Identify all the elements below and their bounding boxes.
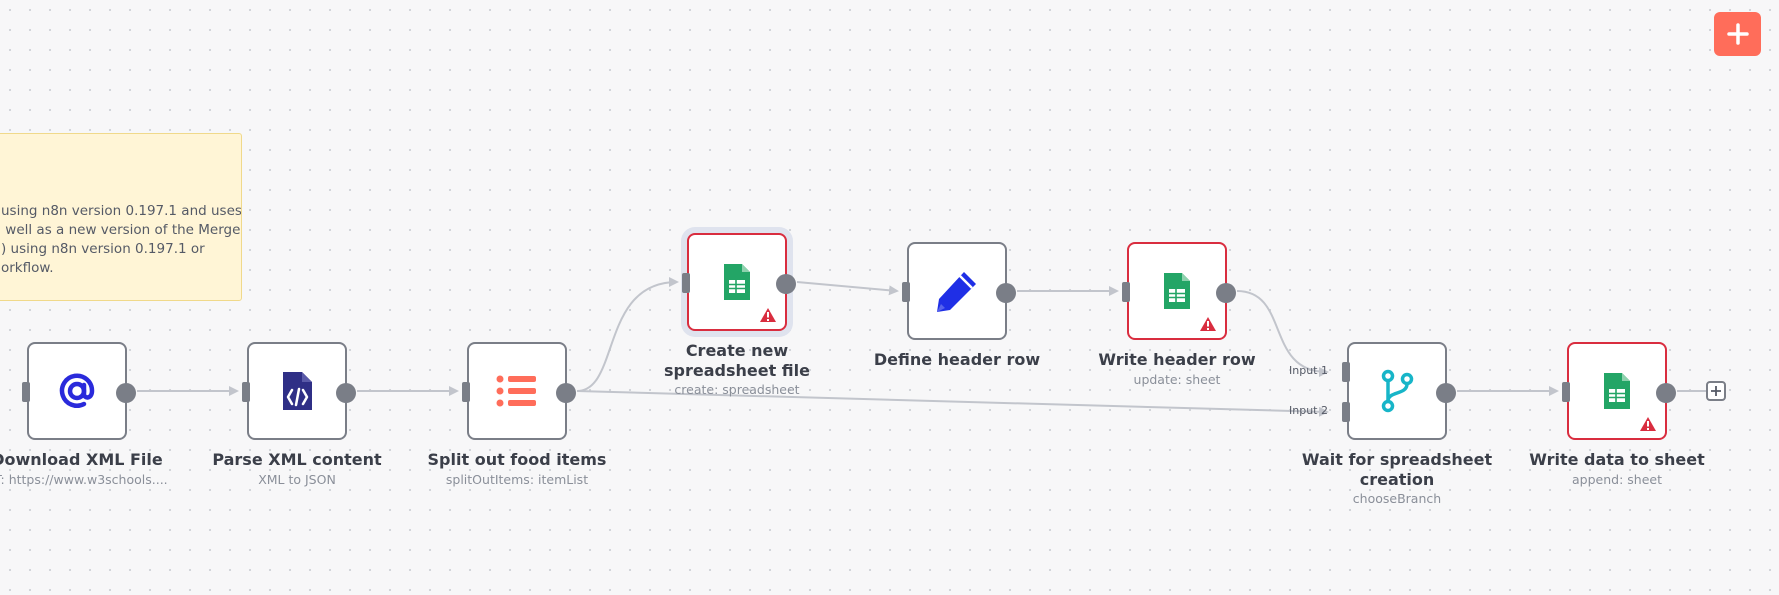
node-wait-for-spreadsheet-creation[interactable]	[1342, 342, 1456, 440]
node-split-out-food-items[interactable]	[462, 342, 576, 440]
add-next-node-button[interactable]	[1706, 381, 1726, 401]
node-parse-xml-content[interactable]	[242, 342, 356, 440]
node-title: Write data to sheet	[1529, 450, 1705, 469]
output-port[interactable]	[1216, 283, 1236, 303]
google-sheets-icon	[724, 264, 750, 300]
warning-icon[interactable]	[1199, 316, 1217, 332]
output-port[interactable]	[116, 383, 136, 403]
list-icon	[496, 375, 536, 407]
google-sheets-icon	[1164, 273, 1190, 309]
node-title: Parse XML content	[212, 450, 382, 469]
node-title-line2: creation	[1359, 470, 1435, 489]
input-port-2[interactable]	[1342, 402, 1350, 422]
pencil-icon	[937, 272, 976, 312]
output-port[interactable]	[1656, 383, 1676, 403]
node-title-line1: Wait for spreadsheet	[1301, 450, 1493, 469]
input-port[interactable]	[462, 382, 470, 402]
node-write-data-to-sheet[interactable]	[1562, 342, 1676, 440]
merge-input-label-1: Input 1	[1289, 364, 1328, 377]
input-port-1[interactable]	[1342, 362, 1350, 382]
warning-icon[interactable]	[1639, 416, 1657, 432]
node-subtitle: splitOutItems: itemList	[445, 472, 589, 487]
node-subtitle: update: sheet	[1133, 372, 1221, 387]
node-write-header-row[interactable]	[1122, 242, 1236, 340]
node-title: Create new spreadsheet file	[637, 341, 837, 381]
node-subtitle: create: spreadsheet	[674, 382, 800, 397]
warning-icon[interactable]	[759, 307, 777, 323]
input-port[interactable]	[682, 273, 690, 293]
node-subtitle: XML to JSON	[258, 472, 336, 487]
node-define-header-row[interactable]	[902, 242, 1016, 340]
node-create-new-spreadsheet-file[interactable]	[682, 233, 796, 331]
merge-branch-icon	[1381, 369, 1414, 413]
node-title: Wait for spreadsheet creation	[1297, 450, 1497, 490]
output-port[interactable]	[556, 383, 576, 403]
node-subtitle: chooseBranch	[1352, 491, 1442, 506]
node-title-line1: Create new	[685, 341, 789, 360]
node-subtitle: ET: https://www.w3schools....	[0, 472, 168, 487]
input-port[interactable]	[902, 282, 910, 302]
plus-icon	[1711, 386, 1721, 396]
output-port[interactable]	[1436, 383, 1456, 403]
input-port[interactable]	[242, 382, 250, 402]
input-port[interactable]	[1562, 382, 1570, 402]
at-sign-icon	[59, 373, 95, 408]
plus-icon	[1726, 23, 1749, 45]
merge-input-label-2: Input 2	[1289, 404, 1328, 417]
node-title: Define header row	[873, 350, 1041, 369]
code-file-icon	[283, 372, 312, 410]
node-download-xml-file[interactable]	[22, 342, 136, 440]
node-subtitle: append: sheet	[1572, 472, 1662, 487]
input-port[interactable]	[22, 382, 30, 402]
add-node-button[interactable]	[1714, 12, 1761, 56]
google-sheets-icon	[1604, 373, 1630, 409]
input-port[interactable]	[1122, 282, 1130, 302]
node-title: Download XML File	[0, 450, 163, 469]
sticky-note[interactable]: using n8n version 0.197.1 and uses well …	[0, 133, 242, 301]
output-port[interactable]	[996, 283, 1016, 303]
connection-create-to-define[interactable]	[796, 281, 899, 296]
node-title: Split out food items	[427, 450, 607, 469]
output-port[interactable]	[776, 274, 796, 294]
output-port[interactable]	[336, 383, 356, 403]
node-title: Write header row	[1098, 350, 1256, 369]
node-title-line2: spreadsheet file	[664, 361, 810, 380]
